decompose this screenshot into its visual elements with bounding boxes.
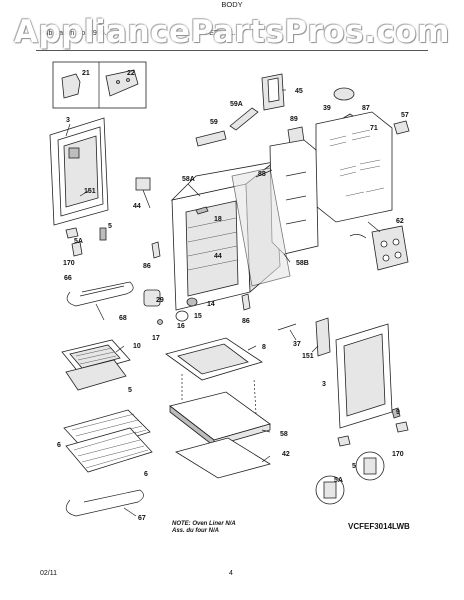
header-rule: [36, 50, 428, 51]
callout-71: 71: [370, 125, 378, 132]
callout-58: 58: [280, 431, 288, 438]
callout-44-center: 44: [214, 253, 222, 260]
part-45-bracket: [261, 73, 285, 111]
part-3-oven-door-outer: [49, 117, 109, 226]
footer-page-number: 4: [229, 570, 233, 577]
note-line-english: NOTE: Oven Liner N/A: [172, 521, 236, 527]
callout-59: 59: [210, 119, 218, 126]
callout-15: 15: [194, 313, 202, 320]
part-62-terminal-block: [349, 225, 409, 271]
diagram-note: NOTE: Oven Liner N/A Ass. du four N/A: [172, 521, 236, 535]
footer-date: 02/11: [40, 570, 57, 577]
callout-5-right: 5: [352, 463, 356, 470]
part-67-broil-element: [65, 489, 144, 517]
callout-151-right: 151: [302, 353, 314, 360]
callout-87: 87: [362, 105, 370, 112]
part-57-cover: [393, 120, 410, 135]
callout-6-upper: 6: [57, 442, 61, 449]
note-line-french: Ass. du four N/A: [172, 528, 220, 534]
section-title: BODY: [221, 0, 243, 9]
part-6-oven-racks: [63, 409, 153, 473]
callout-62: 62: [396, 218, 404, 225]
callout-5a-left: 5A: [74, 238, 83, 245]
part-42-drawer-bottom: [175, 437, 271, 479]
part-29-light-assembly: [143, 289, 198, 325]
callout-5-left: 5: [108, 223, 112, 230]
leader-lines: [65, 89, 381, 517]
callout-151-top: 151: [84, 188, 96, 195]
callout-labels: 21 22 45 3 59A 59 39 87 89 71 57 151 58A…: [57, 70, 409, 522]
callout-9: 9: [396, 409, 400, 416]
callout-17: 17: [152, 335, 160, 342]
callout-39: 39: [323, 105, 331, 112]
diagram-code: VCFEF3014LWB: [348, 522, 410, 531]
callout-68: 68: [119, 315, 127, 322]
part-44-sensor: [135, 177, 209, 215]
callout-58b: 58B: [296, 260, 309, 267]
part-58-drawer-body: [169, 374, 271, 447]
part-37-wire: [277, 323, 297, 331]
callout-58a: 58A: [182, 176, 195, 183]
part-10-broil-pan: [61, 339, 131, 391]
model-number: FEF301...: [205, 30, 236, 37]
part-5-leveling-leg-right: [315, 407, 409, 505]
callout-88: 88: [258, 171, 266, 178]
part-3-oven-door-right: [315, 317, 393, 429]
callout-6-lower: 6: [144, 471, 148, 478]
callout-10: 10: [133, 343, 141, 350]
part-5-leveling-leg-left: [65, 227, 107, 257]
part-59-59a-trim: [195, 107, 259, 147]
callout-86-right: 86: [242, 318, 250, 325]
callout-44-left: 44: [133, 203, 141, 210]
part-8-drawer-top: [165, 337, 263, 381]
part-86-brackets: [151, 241, 251, 311]
callout-18: 18: [214, 216, 222, 223]
callout-42: 42: [282, 451, 290, 458]
callout-8: 8: [262, 344, 266, 351]
callout-59a: 59A: [230, 101, 243, 108]
callout-21: 21: [82, 70, 90, 77]
callout-3-top: 3: [66, 117, 70, 124]
part-21-22-inset: [52, 61, 147, 109]
callout-170-left: 170: [63, 260, 75, 267]
part-71-back-panel: [287, 111, 393, 223]
callout-5a-right: 5A: [334, 477, 343, 484]
callout-37: 37: [293, 341, 301, 348]
callout-45: 45: [295, 88, 303, 95]
callout-57: 57: [401, 112, 409, 119]
callout-66: 66: [64, 275, 72, 282]
callout-67: 67: [138, 515, 146, 522]
callout-16: 16: [177, 323, 185, 330]
part-58b-cabinet-back: [231, 139, 319, 287]
publication-number: Publication No. 5995...: [40, 30, 111, 37]
callout-86-left: 86: [143, 263, 151, 270]
callout-170-right: 170: [392, 451, 404, 458]
callout-89: 89: [290, 116, 298, 123]
callout-3-right: 3: [322, 381, 326, 388]
part-66-bake-element: [66, 281, 134, 307]
callout-14: 14: [207, 301, 215, 308]
callout-5-pan: 5: [128, 387, 132, 394]
callout-29: 29: [156, 297, 164, 304]
callout-22: 22: [127, 70, 135, 77]
